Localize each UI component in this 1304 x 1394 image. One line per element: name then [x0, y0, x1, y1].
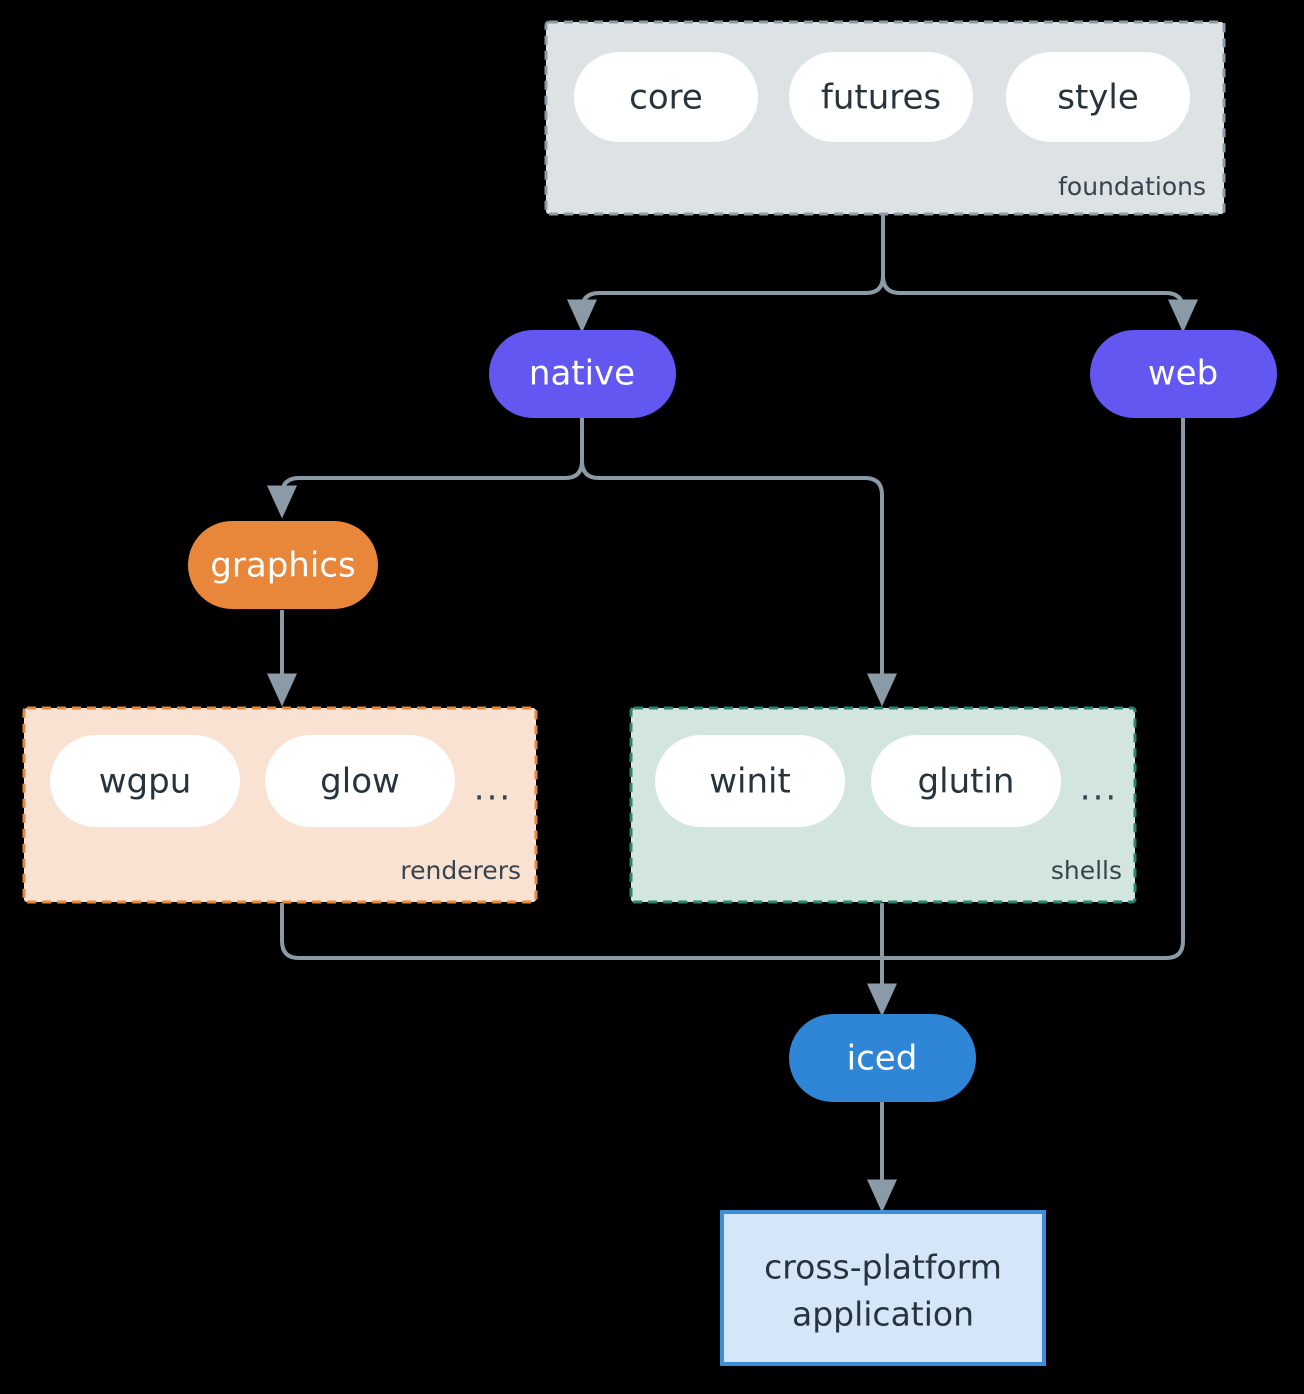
shells-group-label: shells	[1051, 856, 1122, 885]
renderers-item-wgpu[interactable]: wgpu	[50, 735, 240, 827]
node-iced-label: iced	[847, 1039, 918, 1079]
node-web[interactable]: web	[1090, 330, 1277, 418]
node-native-label: native	[529, 354, 635, 394]
node-graphics[interactable]: graphics	[188, 521, 378, 609]
group-foundations[interactable]: core futures style foundations	[544, 20, 1226, 216]
pill-wgpu-label: wgpu	[99, 762, 192, 802]
pill-glow-label: glow	[320, 762, 400, 802]
renderers-group-label: renderers	[400, 856, 521, 885]
renderers-overflow-ellipsis: ...	[474, 769, 512, 809]
application-label-line2: application	[792, 1295, 974, 1334]
pill-core-bg	[574, 52, 758, 142]
foundations-item-futures[interactable]: futures	[789, 52, 973, 142]
edge-native-shells	[580, 418, 897, 707]
edge-foundations-web	[881, 214, 1198, 333]
edges-layer	[267, 214, 1198, 1213]
node-application[interactable]: cross-platform application	[720, 1210, 1046, 1366]
foundations-item-style[interactable]: style	[1006, 52, 1190, 142]
edge-renderers-iced	[280, 903, 882, 960]
pill-winit-label: winit	[709, 762, 791, 802]
pill-glow-bg	[265, 735, 455, 827]
edge-web-iced	[882, 418, 1185, 960]
group-renderers[interactable]: wgpu glow ... renderers	[22, 706, 538, 904]
pill-glutin-label: glutin	[918, 762, 1015, 802]
group-shells[interactable]: winit glutin ... shells	[629, 706, 1137, 904]
node-native[interactable]: native	[489, 330, 676, 418]
pill-wgpu-bg	[50, 735, 240, 827]
pill-winit-bg	[655, 735, 845, 827]
node-native-bg	[489, 330, 676, 418]
node-iced-bg	[789, 1014, 976, 1102]
node-iced[interactable]: iced	[789, 1014, 976, 1102]
pill-style-bg	[1006, 52, 1190, 142]
node-graphics-label: graphics	[210, 546, 355, 586]
foundations-group-label: foundations	[1058, 172, 1206, 201]
edge-foundations-native	[567, 214, 885, 333]
application-box	[720, 1210, 1046, 1366]
pill-glutin-bg	[871, 735, 1061, 827]
renderers-item-glow[interactable]: glow	[265, 735, 455, 827]
node-web-label: web	[1148, 354, 1218, 394]
pill-core-label: core	[629, 78, 703, 118]
node-web-bg	[1090, 330, 1277, 418]
pill-style-label: style	[1057, 78, 1139, 118]
edge-native-graphics	[267, 418, 584, 519]
application-label-line1: cross-platform	[764, 1248, 1002, 1287]
pill-futures-label: futures	[821, 78, 941, 118]
shells-overflow-ellipsis: ...	[1080, 769, 1118, 809]
node-graphics-bg	[188, 521, 378, 609]
foundations-item-core[interactable]: core	[574, 52, 758, 142]
shells-item-glutin[interactable]: glutin	[871, 735, 1061, 827]
pill-futures-bg	[789, 52, 973, 142]
shells-item-winit[interactable]: winit	[655, 735, 845, 827]
